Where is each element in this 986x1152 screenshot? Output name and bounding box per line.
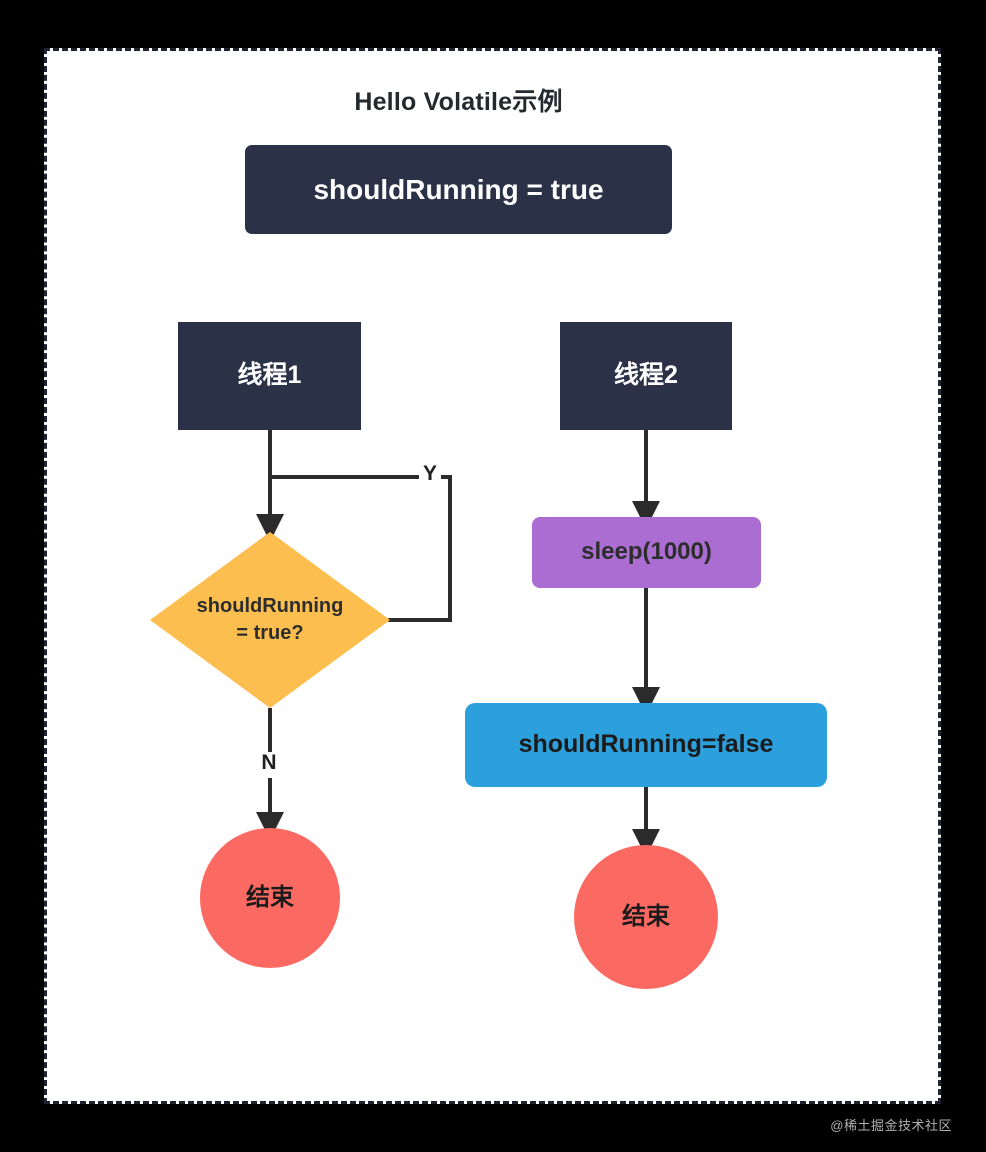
node-set-should-running-false[interactable]: shouldRunning=false [465, 703, 827, 787]
node-end-right[interactable]: 结束 [574, 845, 718, 989]
node-thread-1[interactable]: 线程1 [178, 322, 361, 430]
node-decision[interactable]: shouldRunning = true? [150, 532, 390, 708]
page-title: Hello Volatile示例 [354, 88, 563, 116]
decision-label: shouldRunning = true? [196, 595, 344, 644]
node-thread-2[interactable]: 线程2 [560, 322, 732, 430]
node-sleep[interactable]: sleep(1000) [532, 517, 761, 588]
node-end-left[interactable]: 结束 [200, 828, 340, 968]
edge-label-no: N [258, 752, 280, 778]
edge-label-yes: Y [419, 463, 441, 487]
watermark: @稀土掘金技术社区 [830, 1118, 952, 1133]
node-start-assignment[interactable]: shouldRunning = true [245, 145, 672, 234]
